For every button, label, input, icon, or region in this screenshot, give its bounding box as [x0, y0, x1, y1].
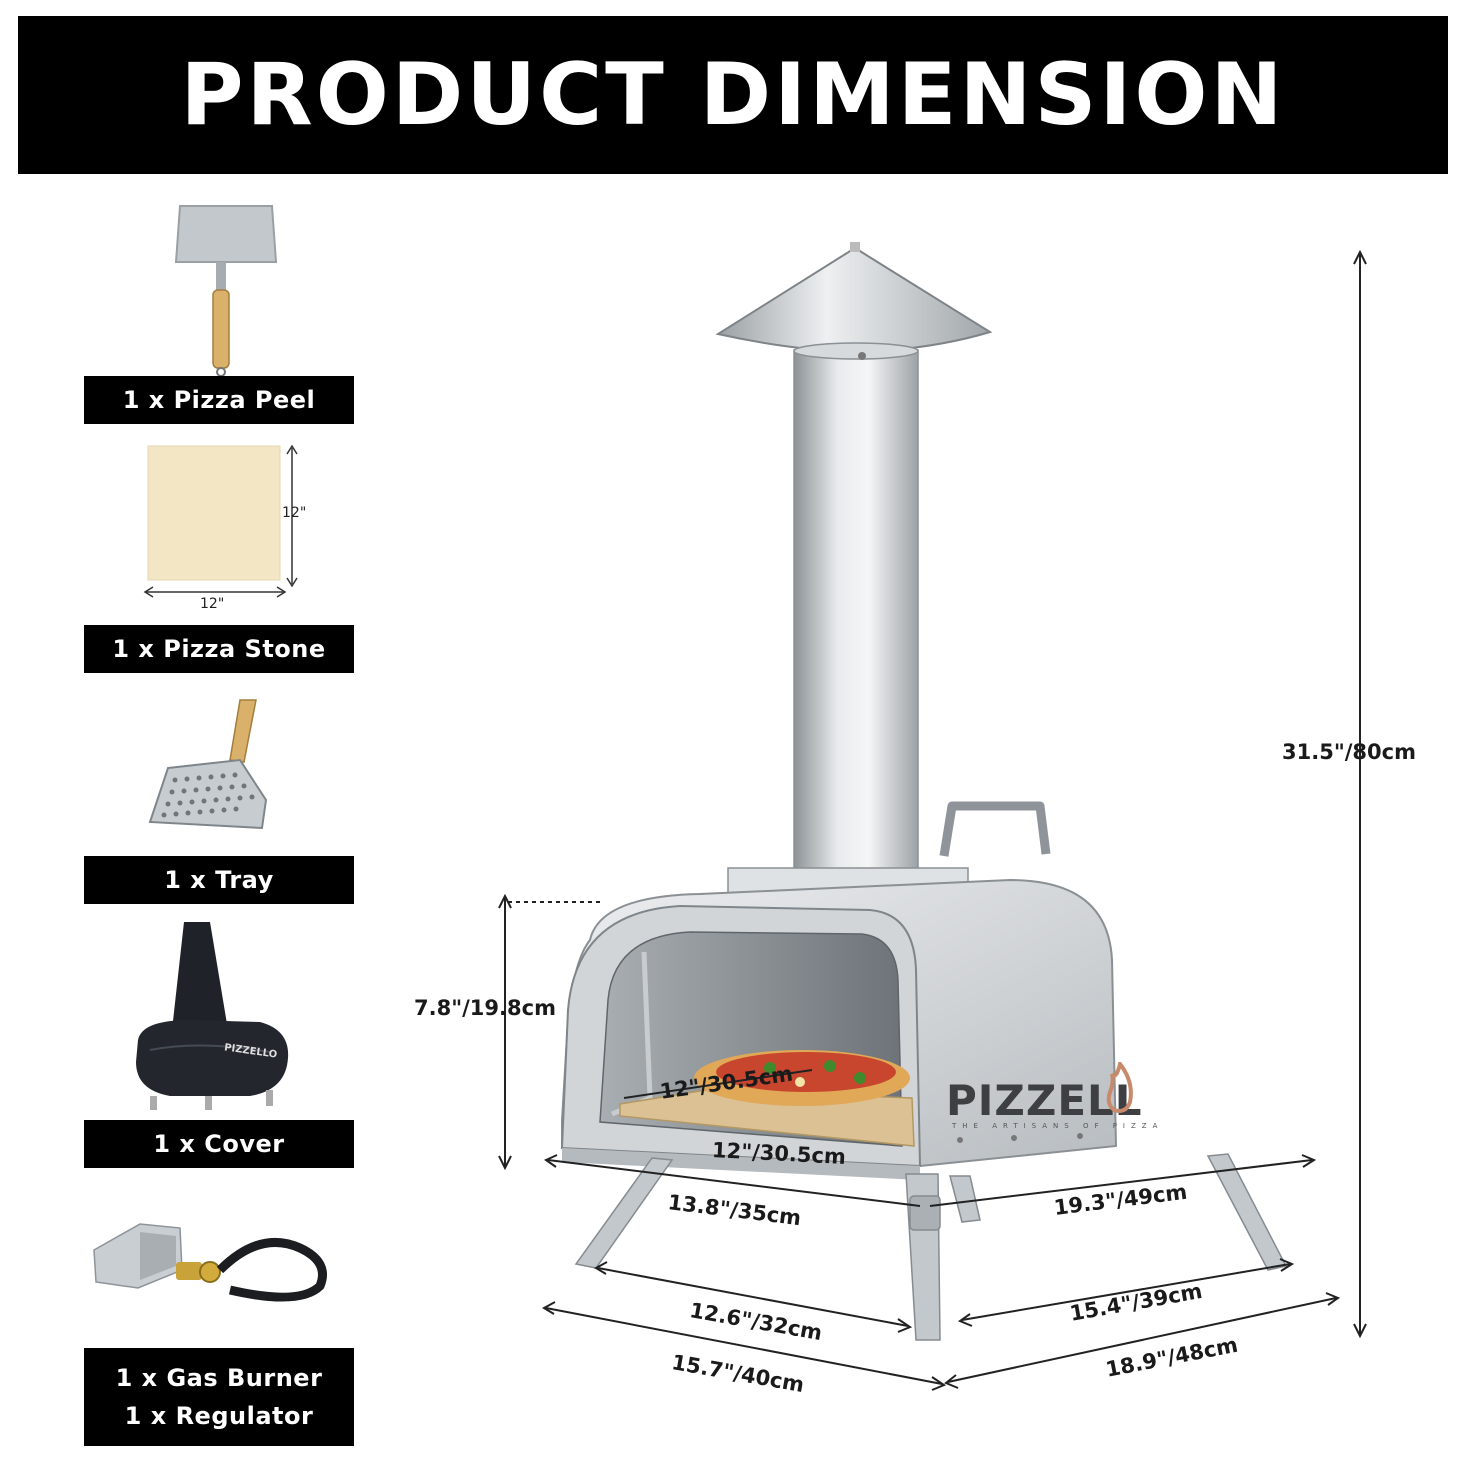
stone-height-label: 12": [282, 505, 307, 521]
accessory-label-text: 1 x Regulator: [124, 1402, 314, 1430]
oven-body: [560, 878, 1118, 1180]
chimney-cap: [715, 242, 993, 354]
title-banner: PRODUCT DIMENSION: [18, 16, 1448, 174]
pizza-peel-image: [174, 205, 278, 377]
oven-tagline: THE ARTISANS OF PIZZA: [952, 1122, 1164, 1130]
accessory-label-text: 1 x Gas Burner: [115, 1363, 323, 1392]
cover-image: [136, 922, 289, 1110]
total-height-label: 31.5"/80cm: [1282, 740, 1416, 764]
page-title: PRODUCT DIMENSION: [180, 45, 1286, 145]
accessory-label-tray: 1 x Tray: [84, 856, 354, 904]
accessory-label-pizza-stone: 1 x Pizza Stone: [84, 625, 354, 673]
gas-burner-image: [93, 1223, 327, 1302]
accessory-label-text: 1 x Tray: [164, 865, 274, 894]
accessory-label-pizza-peel: 1 x Pizza Peel: [84, 376, 354, 424]
pizza-stone-image: [143, 444, 298, 598]
opening-height-label: 7.8"/19.8cm: [414, 996, 556, 1020]
accessory-label-text: 1 x Pizza Peel: [122, 385, 316, 414]
stone-width-label: 12": [200, 596, 225, 612]
tray-image: [148, 699, 268, 830]
accessory-label-cover: 1 x Cover: [84, 1120, 354, 1168]
accessory-label-gas-burner-regulator: 1 x Gas Burner 1 x Regulator: [84, 1348, 354, 1446]
accessory-label-text: 1 x Cover: [153, 1129, 285, 1158]
dimension-lines: [498, 249, 1367, 1391]
chimney-pipe: [793, 342, 919, 871]
oven-legs: [574, 1153, 1288, 1341]
flame-logo-icon: [1106, 1059, 1136, 1114]
carry-handle: [939, 801, 1051, 857]
accessory-label-text: 1 x Pizza Stone: [112, 634, 326, 663]
